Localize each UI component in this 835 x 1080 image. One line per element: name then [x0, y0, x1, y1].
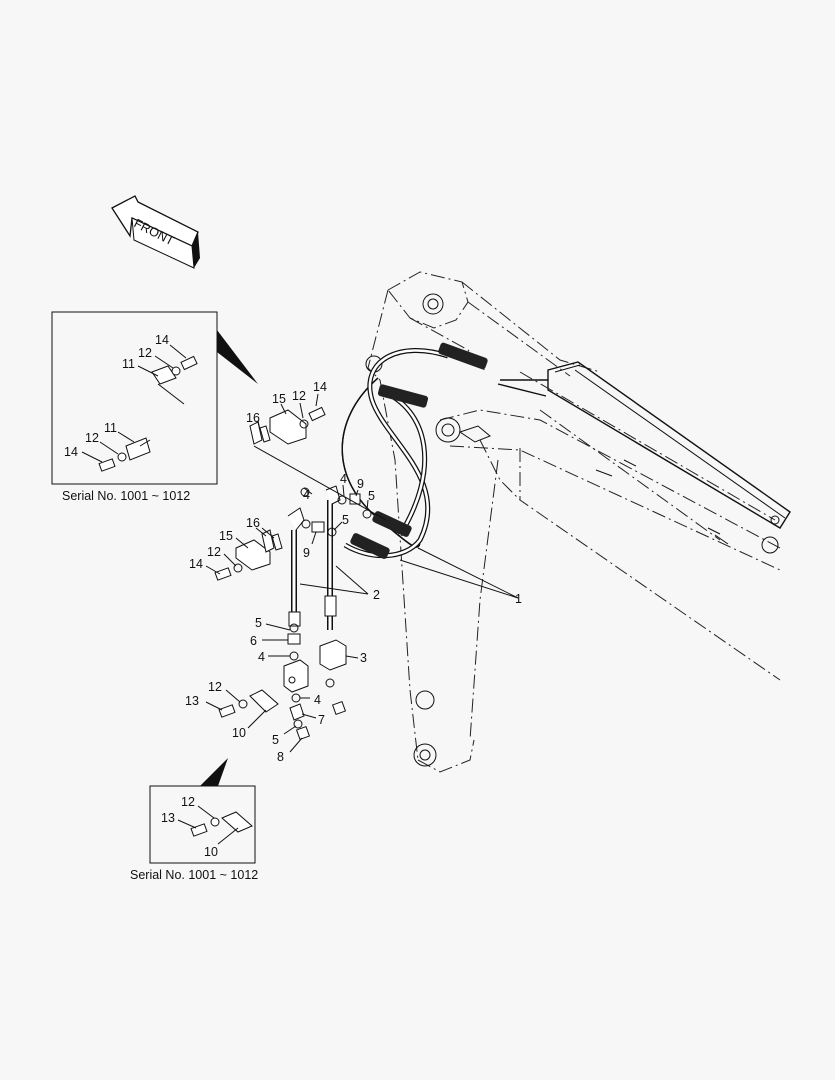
bolt-part [190, 823, 208, 837]
callout-1: 1 [515, 592, 522, 606]
clamp-group-upper: 15 16 12 14 [246, 380, 387, 521]
callout-15: 15 [272, 392, 286, 406]
inset-top: 14 12 11 11 12 14 [51, 311, 258, 485]
callout-4: 4 [314, 693, 321, 707]
callout-14: 14 [189, 557, 203, 571]
callout-8: 8 [277, 750, 284, 764]
callout-9: 9 [303, 546, 310, 560]
inset-bottom-caption: Serial No. 1001 ~ 1012 [130, 868, 258, 882]
callout-10: 10 [204, 845, 218, 859]
callout-11: 11 [104, 421, 117, 435]
inset-bottom-pointer [200, 758, 228, 786]
callout-12: 12 [208, 680, 222, 694]
pipe-assembly-2: 2 [287, 485, 380, 630]
callout-4: 4 [303, 488, 310, 502]
callout-4: 4 [258, 650, 265, 664]
callout-5: 5 [272, 733, 279, 747]
callout-11: 11 [122, 357, 135, 371]
hose-assembly-1: 1 [341, 342, 522, 606]
callout-16: 16 [246, 516, 260, 530]
callout-13: 13 [185, 694, 199, 708]
bolt-part [180, 355, 198, 371]
inset-top-frame [51, 311, 218, 485]
inset-bottom: 12 13 10 [149, 758, 256, 864]
callout-5: 5 [342, 513, 349, 527]
washer-part [171, 366, 181, 376]
callout-16: 16 [246, 411, 260, 425]
callout-2: 2 [373, 588, 380, 602]
clamp-part [125, 437, 151, 461]
fittings: 4 4 9 5 5 9 5 6 4 4 7 5 8 [250, 472, 375, 764]
inset-top-caption: Serial No. 1001 ~ 1012 [62, 489, 190, 503]
callout-14: 14 [313, 380, 327, 394]
clamp-part [151, 365, 177, 385]
callout-10: 10 [232, 726, 246, 740]
washer-part [210, 817, 220, 827]
callout-5: 5 [368, 489, 375, 503]
callout-12: 12 [292, 389, 306, 403]
callout-5: 5 [255, 616, 262, 630]
connector-plate-part [221, 811, 253, 833]
callout-12: 12 [207, 545, 221, 559]
callout-4: 4 [340, 472, 347, 486]
callout-14: 14 [64, 445, 78, 459]
callout-12: 12 [138, 346, 152, 360]
callout-7: 7 [318, 713, 325, 727]
callout-12: 12 [181, 795, 195, 809]
callout-14: 14 [155, 333, 169, 347]
callout-12: 12 [85, 431, 99, 445]
callout-3: 3 [360, 651, 367, 665]
tee-block-part [283, 659, 309, 693]
bolt-part [98, 458, 116, 472]
inset-top-pointer [217, 330, 258, 384]
callout-6: 6 [250, 634, 257, 648]
bracket-group: 12 13 10 [185, 680, 279, 740]
manifold-block-3: 3 [283, 639, 367, 693]
callout-13: 13 [161, 811, 175, 825]
front-direction-arrow: FRONT [111, 195, 200, 269]
clamp-group-lower: 16 15 12 14 [189, 516, 283, 581]
callout-9: 9 [357, 477, 364, 491]
callout-15: 15 [219, 529, 233, 543]
boom-structure [365, 271, 791, 773]
washer-part [117, 452, 127, 462]
